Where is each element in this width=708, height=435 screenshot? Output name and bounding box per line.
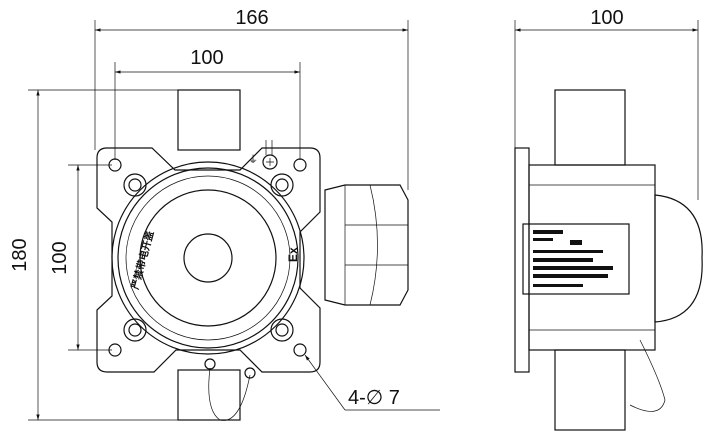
dimension-166: 166	[94, 7, 409, 190]
svg-text:180: 180	[9, 238, 31, 271]
dimension-180: 180	[9, 89, 178, 421]
side-dome	[654, 194, 703, 323]
side-ground-wire	[629, 339, 666, 412]
ground-wire	[208, 367, 251, 421]
svg-text:166: 166	[235, 7, 268, 29]
mounting-plate	[96, 147, 321, 373]
bottom-conduit	[177, 369, 241, 421]
housing-outer-ring	[111, 161, 305, 355]
ground-screw: ⏚	[248, 140, 278, 170]
svg-text:100: 100	[590, 7, 623, 29]
lens-ring	[139, 189, 277, 327]
side-body	[528, 164, 656, 351]
dimension-100-horizontal: 100	[114, 47, 301, 160]
hole-callout: 4-∅ 7	[348, 387, 400, 409]
side-view	[514, 89, 703, 431]
svg-text:⏚: ⏚	[248, 154, 258, 166]
cable-gland	[324, 184, 409, 306]
top-conduit	[177, 89, 241, 151]
cover-bolt	[123, 173, 294, 342]
side-flange	[514, 147, 530, 373]
dimension-100-side: 100	[514, 7, 699, 200]
svg-text:100: 100	[49, 241, 71, 274]
nameplate	[522, 223, 630, 295]
ex-mark: Ex	[286, 247, 300, 262]
side-top-conduit	[554, 89, 626, 166]
sensor-window	[183, 233, 233, 283]
front-view: ⏚ Ex 严禁带电开盖 4-∅ 7	[96, 89, 440, 421]
side-bottom-conduit	[554, 349, 626, 431]
svg-text:100: 100	[190, 47, 223, 69]
mounting-hole	[108, 158, 307, 357]
dimension-100-vertical: 100	[49, 164, 112, 351]
